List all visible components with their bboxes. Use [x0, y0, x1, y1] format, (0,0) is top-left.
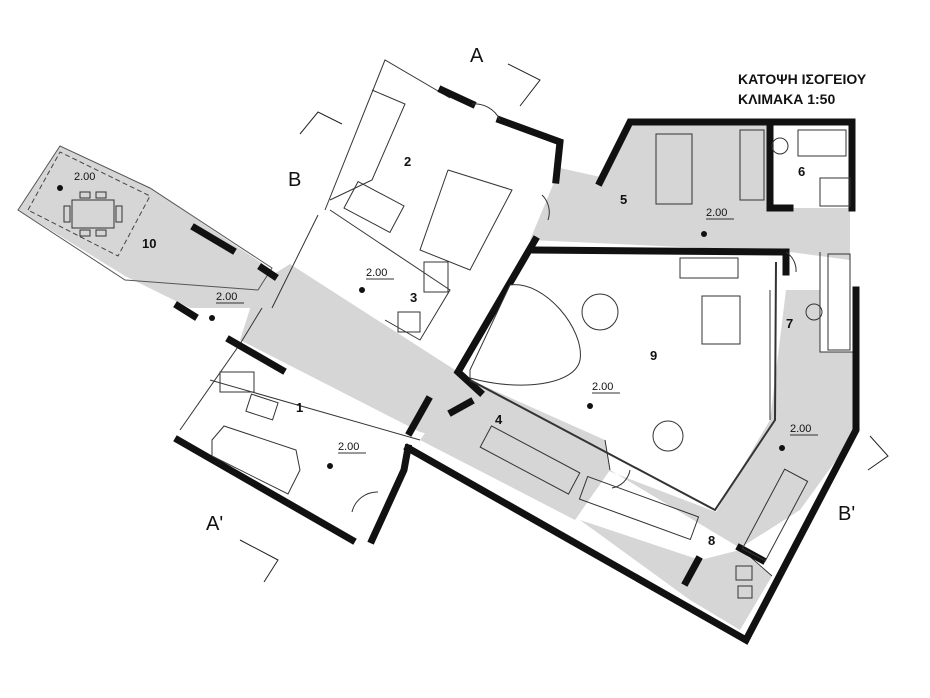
wall-room8-corner	[735, 543, 767, 565]
room-label-7: 7	[786, 316, 793, 331]
wall-corridor-mid	[405, 395, 433, 437]
section-label-b-prime: B'	[838, 503, 855, 525]
level-marker: 2.00	[327, 441, 366, 469]
wall-room1-right	[367, 443, 413, 545]
wall-room9-outer	[453, 235, 540, 397]
level-label: 2.00	[338, 441, 359, 453]
hall-4-floor	[420, 382, 610, 520]
room-label-1: 1	[296, 400, 303, 415]
table-room9-icon	[701, 295, 741, 345]
room-5-floor	[530, 120, 850, 260]
terrace-10-floor	[18, 146, 272, 308]
level-marker: 2.00	[701, 207, 734, 237]
room-label-9: 9	[650, 348, 657, 363]
walls	[173, 85, 860, 645]
gray-floor-areas	[18, 120, 858, 630]
wall-10-lower	[173, 301, 199, 321]
section-label-a: A	[470, 45, 484, 67]
terrace-outline	[17, 145, 273, 291]
wall-kitchen-top	[437, 85, 477, 109]
shelf-room9-icon	[679, 257, 739, 279]
room-8-lower-floor	[580, 520, 772, 630]
terrace-dining-set	[63, 191, 123, 237]
level-marker: 2.00	[57, 171, 95, 191]
wall-room8-inner	[681, 555, 703, 587]
room-8-floor	[606, 290, 858, 548]
wall-right	[403, 286, 860, 645]
level-label: 2.00	[790, 423, 811, 435]
room-label-3: 3	[410, 290, 417, 305]
plan-title: ΚΑΤΟΨΗ ΙΣΟΓΕΙΟΥ	[738, 71, 867, 87]
wall-room1-bottom	[173, 435, 357, 545]
room-label-5: 5	[620, 192, 627, 207]
level-label: 2.00	[706, 207, 727, 219]
room7-furniture	[805, 253, 851, 351]
hall-furniture	[479, 425, 809, 599]
section-label-a-prime: A'	[206, 513, 223, 535]
level-label: 2.00	[366, 267, 387, 279]
wall-room1-top	[225, 335, 287, 375]
bedroom-bathroom-furniture	[655, 129, 851, 207]
level-marker: 2.00	[587, 381, 620, 409]
plant-icon	[581, 293, 619, 331]
corridor-floor	[240, 264, 480, 440]
room-label-6: 6	[798, 164, 805, 179]
plan-scale: ΚΛΙΜΑΚΑ 1:50	[738, 91, 835, 107]
level-label: 2.00	[592, 381, 613, 393]
wall-room5-top	[595, 118, 856, 212]
section-label-b: B	[288, 169, 301, 191]
room9-curved-element	[469, 284, 581, 386]
wall-10-join	[257, 263, 279, 281]
wall-room9-top	[531, 246, 784, 256]
room-label-8: 8	[708, 533, 715, 548]
wall-top-right	[495, 115, 564, 184]
level-label: 2.00	[216, 291, 237, 303]
room-label-4: 4	[495, 412, 503, 427]
section-marks	[239, 63, 889, 583]
level-marker: 2.00	[359, 267, 394, 293]
round-table-icon	[652, 420, 684, 452]
level-marker: 2.00	[779, 423, 818, 451]
pergola-outline	[27, 151, 151, 257]
kitchen-furniture	[329, 89, 513, 333]
level-label: 2.00	[74, 171, 95, 183]
wall-10-upper	[190, 223, 237, 255]
wall-hall4-door	[447, 397, 475, 417]
living-room-furniture	[211, 371, 301, 495]
level-marker: 2.00	[209, 291, 244, 321]
interior-lines	[179, 59, 858, 577]
room-label-2: 2	[404, 154, 411, 169]
doors	[351, 103, 797, 513]
room9-inner-wall	[469, 261, 777, 512]
room-label-10: 10	[142, 236, 156, 251]
